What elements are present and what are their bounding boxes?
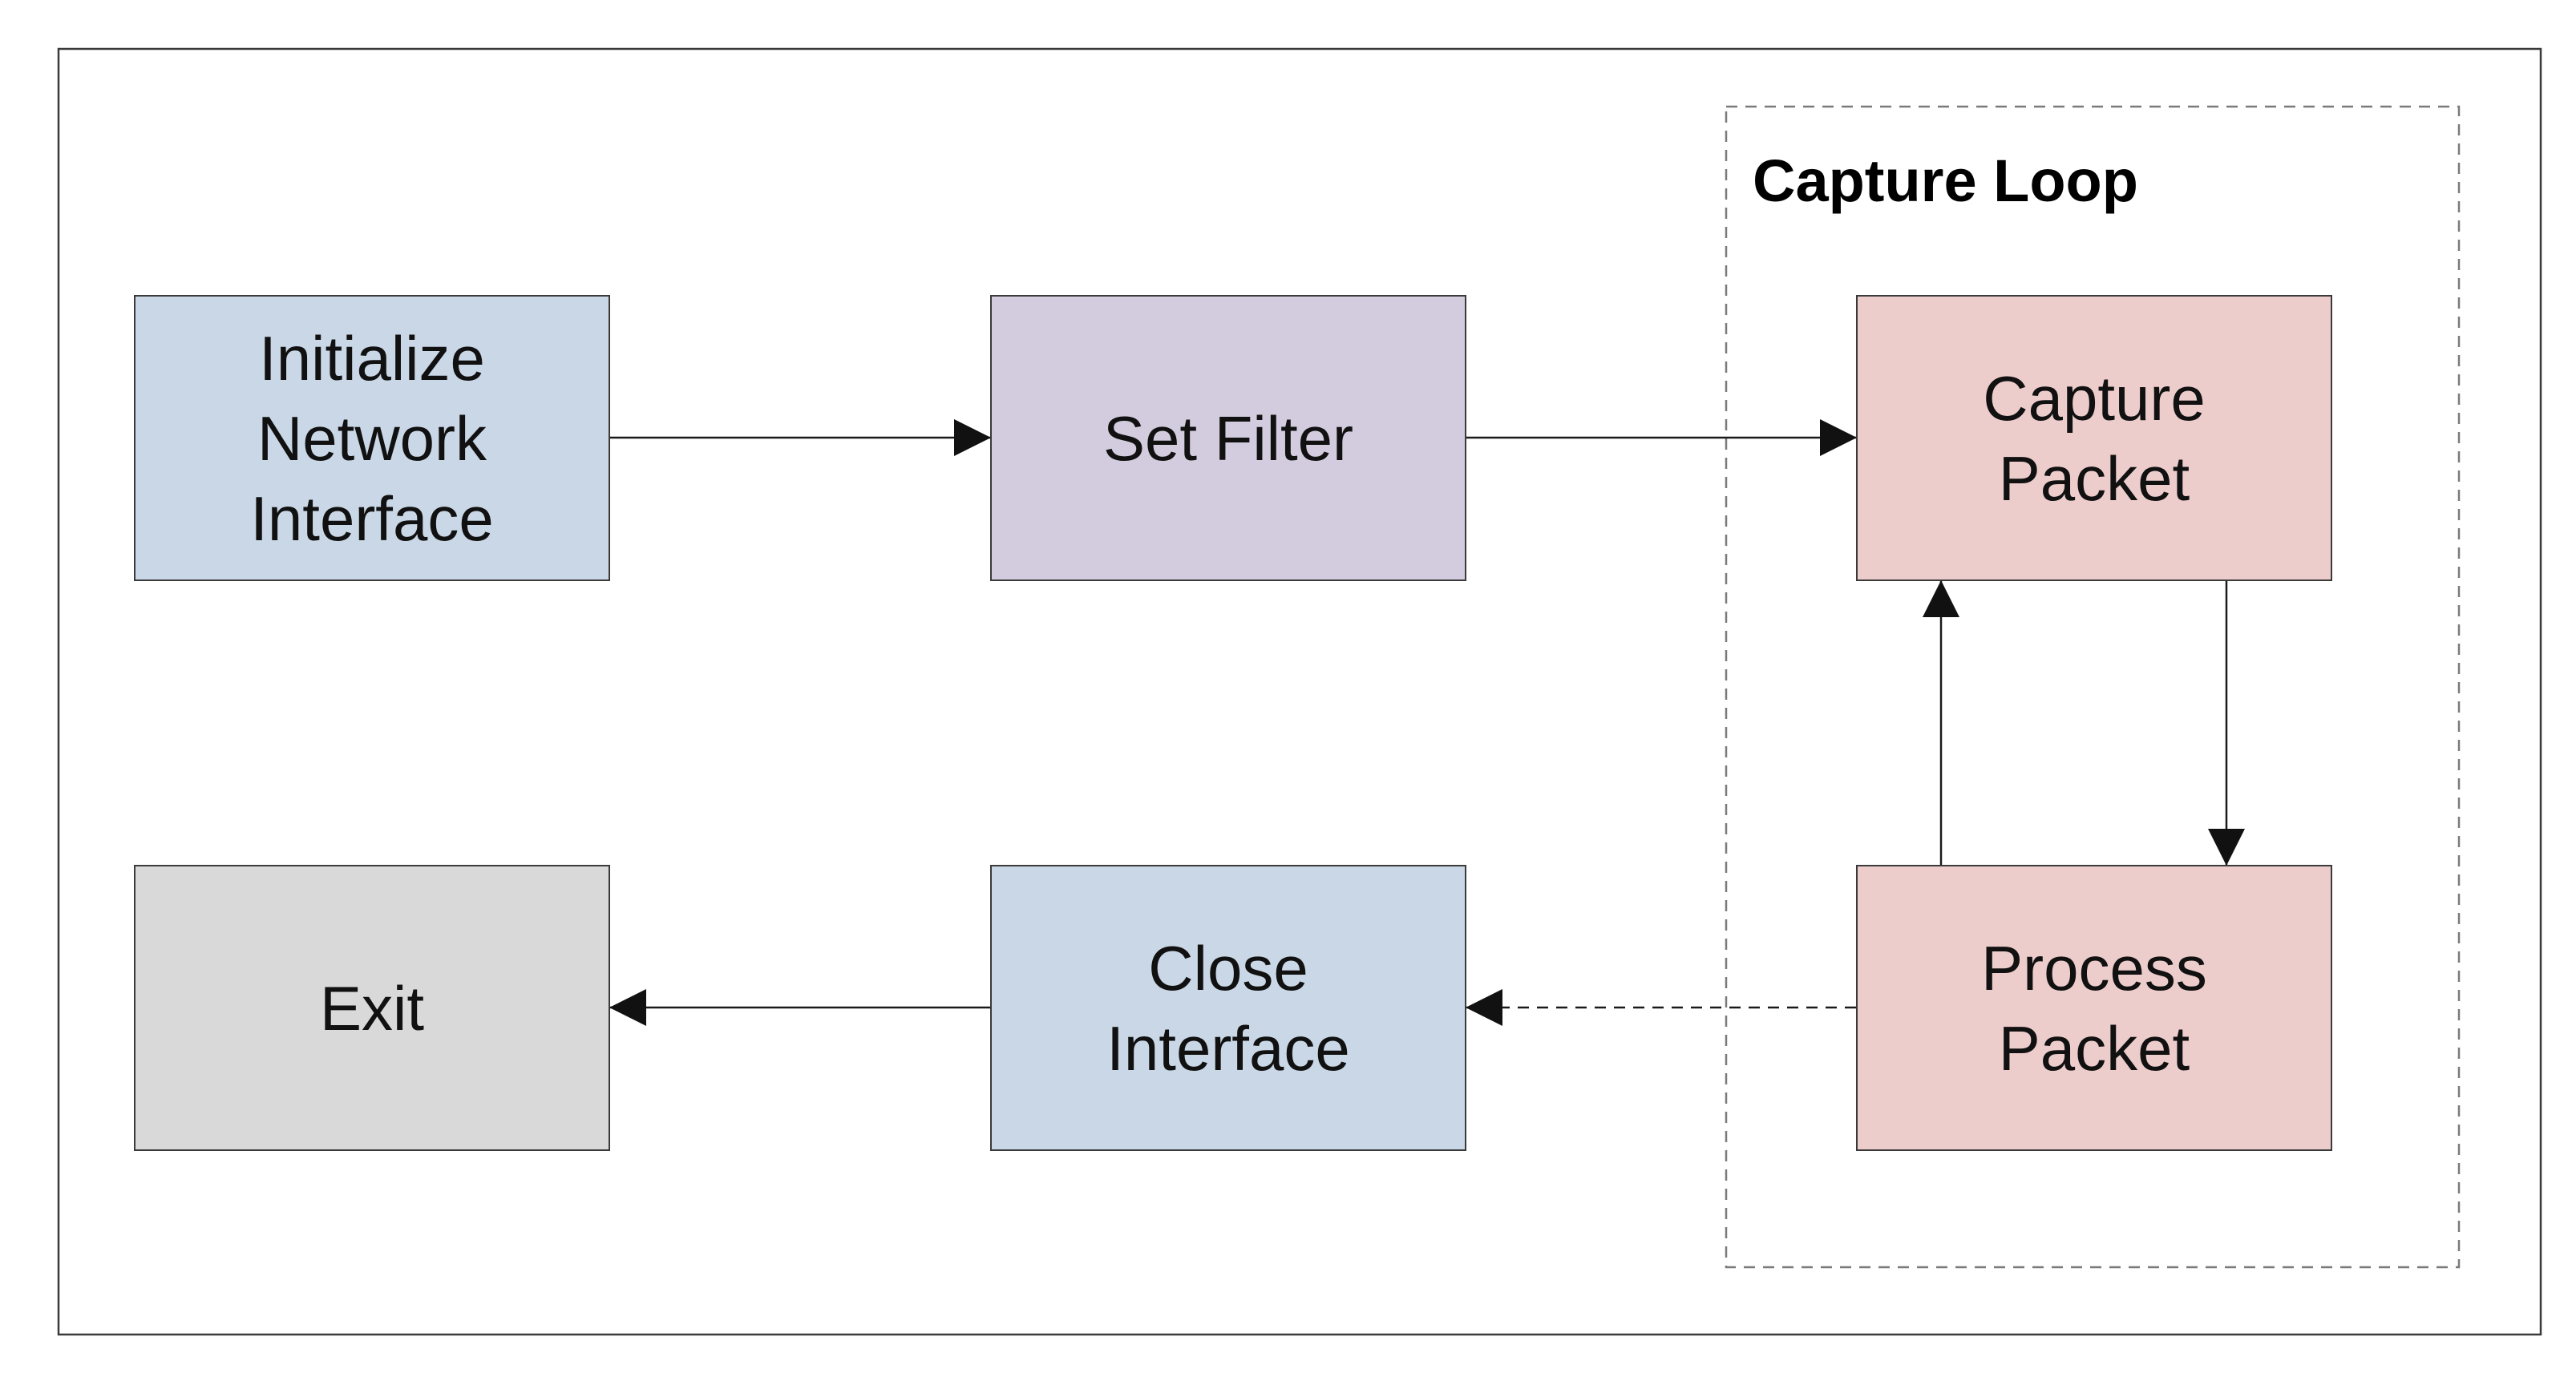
node-label-set-filter: Set Filter bbox=[1102, 402, 1354, 474]
node-initialize-network-interface: Initialize Network Interface bbox=[134, 295, 610, 581]
capture-loop-title: Capture Loop bbox=[1753, 147, 2138, 214]
outer-frame bbox=[57, 47, 2542, 1336]
capture-loop-group bbox=[1725, 105, 2461, 1269]
node-exit: Exit bbox=[134, 865, 610, 1151]
node-label-initialize: Initialize Network Interface bbox=[250, 322, 494, 554]
node-label-close-interface: Close Interface bbox=[1106, 932, 1350, 1084]
node-label-process-packet: Process Packet bbox=[1981, 932, 2207, 1084]
node-set-filter: Set Filter bbox=[990, 295, 1466, 581]
node-label-exit: Exit bbox=[319, 972, 425, 1044]
node-label-capture-packet: Capture Packet bbox=[1983, 362, 2206, 514]
node-capture-packet: Capture Packet bbox=[1856, 295, 2332, 581]
node-process-packet: Process Packet bbox=[1856, 865, 2332, 1151]
node-close-interface: Close Interface bbox=[990, 865, 1466, 1151]
